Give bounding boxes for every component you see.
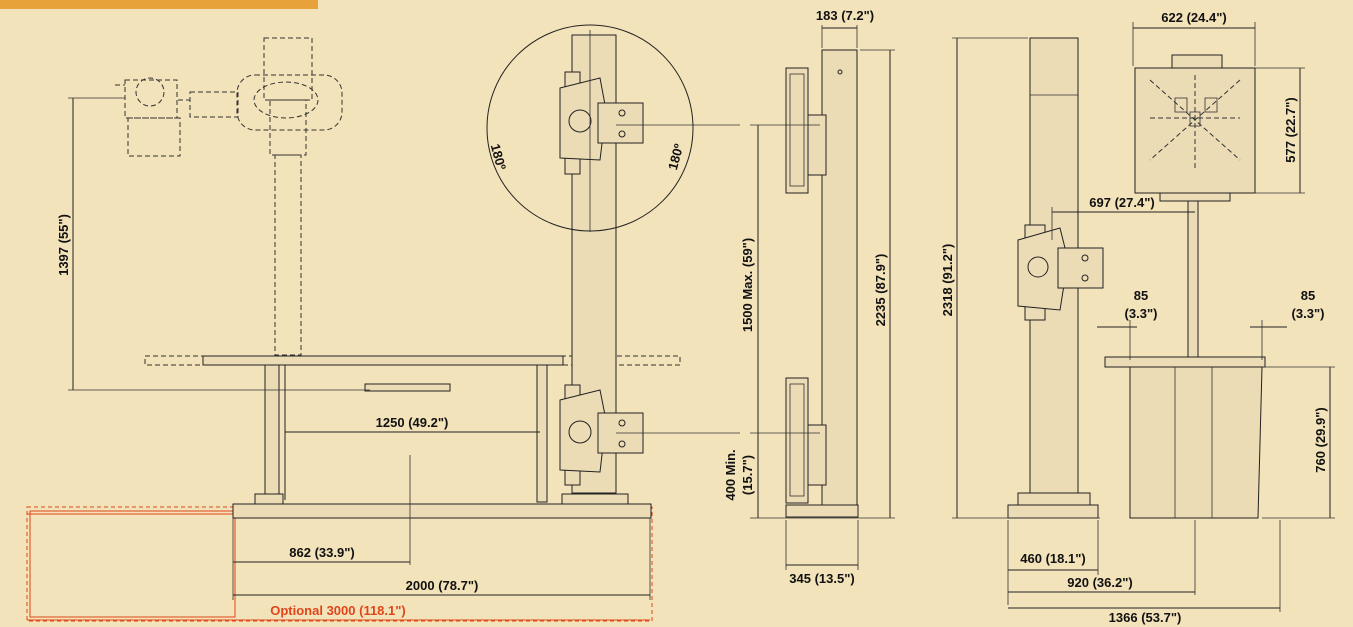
dim-2000: 2000 (78.7") (406, 578, 479, 593)
dim-2235: 2235 (87.9") (873, 254, 888, 327)
overhead-tube-dashed (115, 37, 343, 356)
dim-862: 862 (33.9") (289, 545, 354, 560)
dim-183: 183 (7.2") (816, 8, 874, 23)
dim-622: 622 (24.4") (1161, 10, 1226, 25)
dim-85-right-b: (3.3") (1292, 306, 1325, 321)
dimension-lines-view3 (952, 22, 1335, 612)
dim-85-right-a: 85 (1301, 288, 1315, 303)
optional-extension-outline (26, 506, 653, 622)
dim-85-left-a: 85 (1134, 288, 1148, 303)
table-base (232, 503, 652, 519)
dimension-lines-view1 (27, 30, 740, 621)
dim-760: 760 (29.9") (1313, 407, 1328, 472)
dim-2318: 2318 (91.2") (940, 244, 955, 317)
angle-right: 180º (665, 142, 686, 172)
table-leg-right (536, 364, 548, 503)
table-side-view: 1397 (55") 1250 (49.2") 862 (33.9") 2000… (26, 24, 740, 622)
dimension-lines-view2 (750, 25, 895, 570)
table-end-view (1104, 356, 1266, 519)
dim-400-b: (15.7") (740, 455, 755, 495)
angle-left: 180º (488, 142, 509, 172)
dim-920: 920 (36.2") (1067, 575, 1132, 590)
detector-upper (559, 71, 644, 175)
dim-85-left-b: (3.3") (1125, 306, 1158, 321)
dim-697: 697 (27.4") (1089, 195, 1154, 210)
dim-400-a: 400 Min. (723, 449, 738, 500)
tube-head-box (1134, 54, 1256, 360)
tabletop (202, 355, 564, 366)
dim-1500: 1500 Max. (59") (740, 238, 755, 332)
dim-optional-3000: Optional 3000 (118.1") (270, 603, 406, 618)
dim-345: 345 (13.5") (789, 571, 854, 586)
dim-577: 577 (22.7") (1283, 97, 1298, 162)
bucky-tray (364, 383, 451, 392)
dim-1366: 1366 (53.7") (1109, 610, 1182, 625)
detector-front (1017, 224, 1104, 321)
table-leg-left (264, 364, 280, 503)
dim-1397: 1397 (55") (56, 214, 71, 276)
dim-1250: 1250 (49.2") (376, 415, 449, 430)
dim-460: 460 (18.1") (1020, 551, 1085, 566)
wall-stand-side-view: 183 (7.2") 1500 Max. (59") 400 Min. (15.… (723, 8, 895, 586)
front-view: 622 (24.4") 577 (22.7") 697 (27.4") 2318… (940, 10, 1335, 625)
detector-side-lower (785, 377, 809, 504)
detector-side-upper (785, 67, 809, 194)
header-tab (0, 0, 318, 9)
stand-column-side (821, 49, 858, 516)
